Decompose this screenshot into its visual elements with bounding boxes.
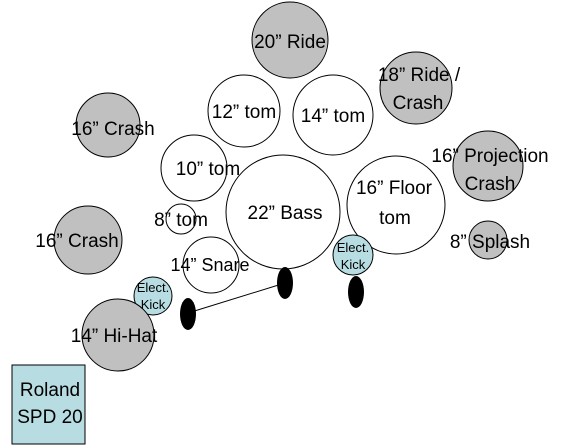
rack-tom-10: 10” tom [160, 134, 240, 202]
snare-drum-14-label: 14” Snare [170, 255, 249, 275]
pedals [180, 267, 364, 330]
ride-cymbal-20-shape [251, 1, 329, 79]
projection-crash-cymbal-16-label-line1: 16” Projection [431, 146, 548, 167]
electronic-kick-trigger-right-shape [332, 234, 374, 276]
rack-tom-14-shape [292, 74, 374, 156]
sample-pad-roland-spd20-label-line2: SPD 20 [17, 407, 82, 428]
bass-drum-22: 22” Bass [225, 154, 341, 270]
electronic-kick-trigger-right-label-line2: Kick [341, 257, 366, 272]
floor-tom-16: 16” Floor tom [346, 155, 446, 255]
rack-tom-12: 12” tom [207, 74, 281, 148]
ride-crash-cymbal-18-label-line1: 18” Ride / [378, 65, 461, 86]
splash-cymbal-8-label: 8” Splash [450, 232, 530, 253]
projection-crash-cymbal-16: 16” Projection Crash [431, 130, 549, 202]
snare-drum-14: 14” Snare [170, 236, 250, 294]
pedal-bass [277, 267, 293, 299]
floor-tom-16-label-line2: tom [379, 208, 411, 229]
rack-tom-14: 14” tom [292, 74, 374, 156]
electronic-kick-trigger-left-shape [133, 276, 173, 316]
electronic-kick-trigger-left: Elect. Kick [133, 276, 173, 316]
pedal-electronic-kick [348, 276, 364, 308]
hihat-cymbal-14-shape [81, 298, 155, 372]
snare-drum-14-shape [182, 236, 240, 294]
rack-tom-8: 8” tom [154, 203, 208, 235]
crash-cymbal-16-upper: 16” Crash [71, 92, 155, 158]
splash-cymbal-8: 8” Splash [450, 220, 530, 260]
floor-tom-16-label-line1: 16” Floor [356, 178, 433, 199]
sample-pad-roland-spd20-shape [11, 364, 86, 445]
crash-cymbal-16-lower: 16” Crash [35, 205, 123, 275]
ride-crash-cymbal-18: 18” Ride / Crash [378, 51, 461, 125]
splash-cymbal-8-shape [468, 220, 508, 260]
electronic-kick-trigger-right: Elect. Kick [332, 234, 374, 276]
crash-cymbal-16-lower-shape [53, 205, 123, 275]
electronic-kick-trigger-right-label-line1: Elect. [337, 240, 370, 255]
ride-crash-cymbal-18-shape [379, 51, 453, 125]
pedal-link-rod [187, 282, 286, 314]
rack-tom-12-shape [207, 74, 281, 148]
bass-drum-22-label: 22” Bass [248, 203, 323, 224]
rack-tom-8-shape [165, 203, 197, 235]
pedal-left [180, 298, 196, 330]
ride-crash-cymbal-18-label-line2: Crash [393, 93, 444, 114]
rack-tom-14-label: 14” tom [301, 106, 365, 127]
sample-pad-roland-spd20-label-line1: Roland [20, 380, 80, 401]
hihat-cymbal-14-label: 14” Hi-Hat [71, 326, 158, 347]
hihat-cymbal-14: 14” Hi-Hat [71, 298, 158, 372]
electronic-kick-trigger-left-label-line2: Kick [141, 297, 166, 312]
ride-cymbal-20-label: 20” Ride [254, 32, 326, 53]
crash-cymbal-16-lower-label: 16” Crash [35, 231, 118, 252]
rack-tom-8-label: 8” tom [154, 210, 208, 231]
rack-tom-12-label: 12” tom [212, 102, 276, 123]
floor-tom-16-shape [346, 155, 446, 255]
rack-tom-10-label: 10” tom [176, 159, 240, 180]
crash-cymbal-16-upper-label: 16” Crash [71, 119, 154, 140]
rack-tom-10-shape [160, 134, 228, 202]
crash-cymbal-16-upper-shape [75, 92, 141, 158]
projection-crash-cymbal-16-label-line2: Crash [465, 174, 516, 195]
sample-pad-roland-spd20: Roland SPD 20 [11, 364, 86, 445]
electronic-kick-trigger-left-label-line1: Elect. [137, 280, 170, 295]
ride-cymbal-20: 20” Ride [251, 1, 329, 79]
projection-crash-cymbal-16-shape [452, 130, 524, 202]
